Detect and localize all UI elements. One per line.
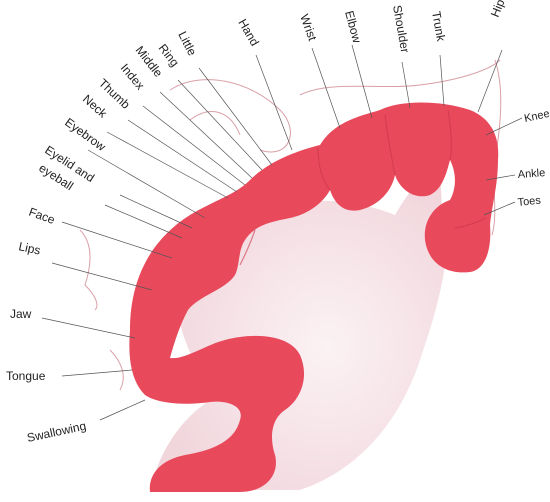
label-hand: Hand (235, 17, 261, 49)
label-trunk: Trunk (429, 10, 448, 43)
label-index: Index (118, 61, 148, 92)
label-lips: Lips (17, 239, 41, 257)
label-knee: Knee (523, 108, 550, 125)
label-face: Face (27, 205, 57, 227)
label-wrist: Wrist (297, 12, 320, 43)
label-tongue: Tongue (6, 369, 46, 383)
label-elbow: Elbow (342, 9, 364, 45)
label-little: Little (175, 29, 199, 58)
label-ankle: Ankle (517, 167, 545, 181)
label-swallowing: Swallowing (26, 419, 88, 445)
label-shoulder: Shoulder (390, 4, 412, 54)
label-jaw: Jaw (10, 307, 32, 321)
label-hip: Hip (488, 0, 508, 19)
label-eyebrow: Eyebrow (62, 115, 108, 154)
label-toes: Toes (517, 195, 542, 209)
label-neck: Neck (80, 92, 110, 121)
